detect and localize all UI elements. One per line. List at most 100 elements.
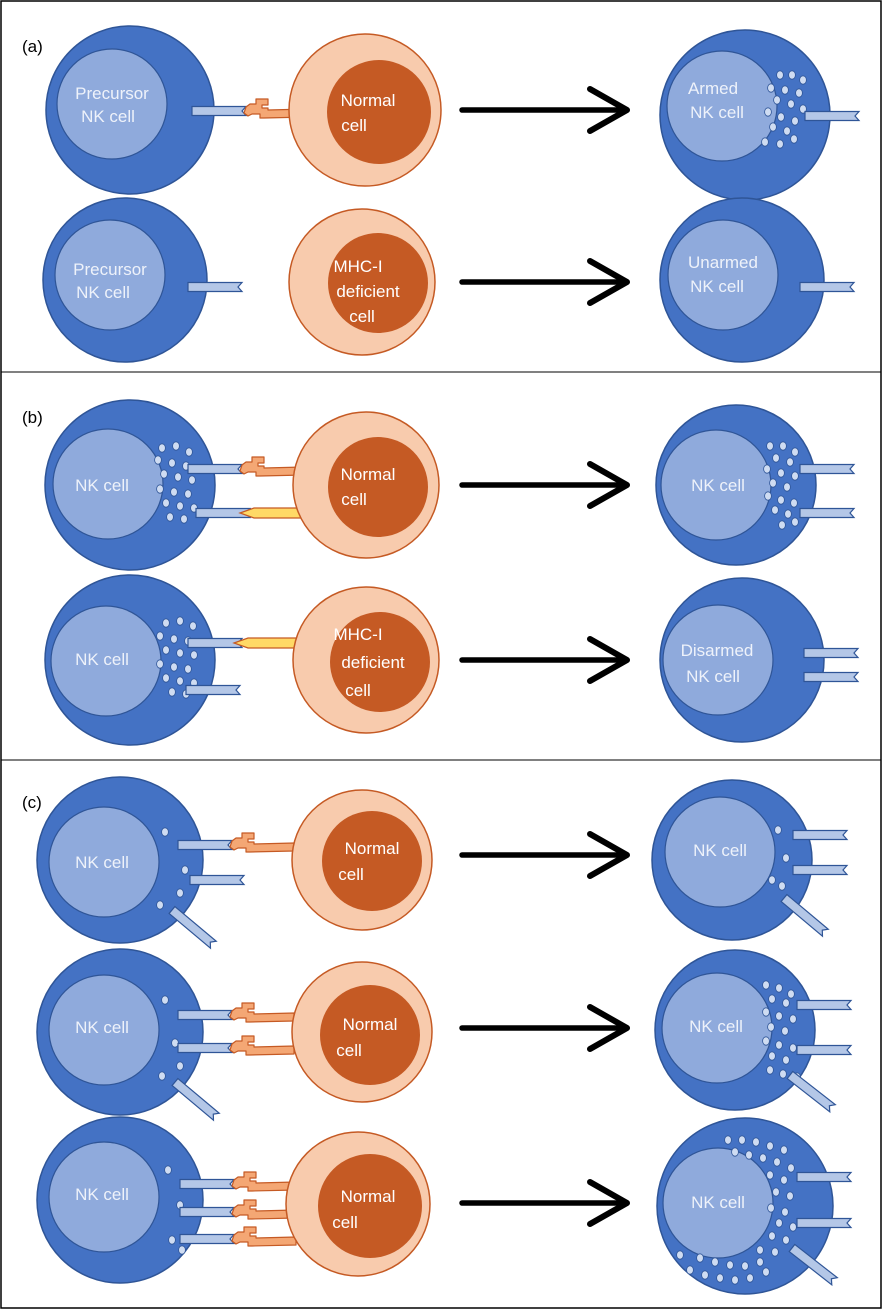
- nk-cell: NK cell: [655, 404, 817, 566]
- inhibitory-receptor: [792, 864, 848, 876]
- granule: [184, 664, 192, 674]
- inhibitory-receptor: [796, 999, 852, 1011]
- granule: [771, 505, 779, 515]
- granules: [763, 441, 799, 530]
- granule: [784, 509, 792, 519]
- mhc-i-deficient-label-line1: MHC-I: [333, 625, 382, 644]
- granule: [171, 1038, 179, 1048]
- normal-cell-label-line1: Normal: [341, 1187, 396, 1206]
- mhc-i-deficient-label-line1: MHC-I: [333, 257, 382, 276]
- granule: [782, 853, 790, 863]
- granule: [156, 659, 164, 669]
- inhibitory-receptor: [796, 1171, 852, 1183]
- granule: [771, 1247, 779, 1257]
- mhc-i-deficient-label-line2: deficient: [341, 653, 405, 672]
- granule: [779, 441, 787, 451]
- granule: [777, 495, 785, 505]
- nk-cell-label: NK cell: [75, 1185, 129, 1204]
- granule: [170, 662, 178, 672]
- panel-b-row2: NK cell MHC-I deficient cell Disarmed NK…: [44, 574, 859, 746]
- normal-target-cell: Normal cell: [288, 33, 442, 187]
- panel-c-row2: NK cell Normal cell NK cell: [36, 948, 852, 1121]
- granule: [756, 1257, 764, 1267]
- granule: [772, 1187, 780, 1197]
- granule: [767, 1022, 775, 1032]
- granule: [190, 650, 198, 660]
- inhibitory-receptor: [191, 105, 247, 117]
- inhibitory-receptor: [803, 647, 859, 659]
- granule: [164, 1165, 172, 1175]
- granule: [745, 1150, 753, 1160]
- granule: [172, 441, 180, 451]
- normal-cell-label-line2: cell: [332, 1213, 358, 1232]
- granule: [762, 1007, 770, 1017]
- granule: [779, 1069, 787, 1079]
- normal-cell-label-line1: Normal: [341, 465, 396, 484]
- inhibitory-receptor: [177, 1009, 233, 1021]
- inhibitory-receptor: [177, 1042, 233, 1054]
- panel-b-row1: NK cell Normal cell NK cell: [44, 399, 855, 571]
- granule: [787, 99, 795, 109]
- nk-cell: NK cell: [36, 1116, 204, 1284]
- granule: [741, 1261, 749, 1271]
- arrow: [462, 639, 627, 681]
- inhibitory-receptor: [187, 281, 243, 293]
- granule: [156, 484, 164, 494]
- granule: [767, 1203, 775, 1213]
- granule: [160, 469, 168, 479]
- granules: [768, 825, 790, 891]
- nk-cell-label: NK cell: [75, 650, 129, 669]
- arrow: [462, 1007, 627, 1049]
- granule: [788, 70, 796, 80]
- mhc-i-deficient-label-line3: cell: [345, 681, 371, 700]
- granule: [158, 443, 166, 453]
- granule: [168, 687, 176, 697]
- granule: [773, 95, 781, 105]
- granule: [711, 1257, 719, 1267]
- granule: [726, 1260, 734, 1270]
- granule: [189, 621, 197, 631]
- inhibitory-receptor: [179, 1178, 235, 1190]
- granule: [774, 825, 782, 835]
- granule: [168, 458, 176, 468]
- panel-label-b: (b): [22, 408, 43, 427]
- inhibitory-receptor: [799, 463, 855, 475]
- granule: [799, 75, 807, 85]
- granule: [786, 1191, 794, 1201]
- granule: [170, 634, 178, 644]
- inhibitory-receptor: [804, 110, 860, 122]
- granule: [768, 994, 776, 1004]
- inhibitory-receptor: [179, 1233, 235, 1245]
- granule: [180, 514, 188, 524]
- mhc-i-ligand: [229, 1002, 295, 1023]
- granule: [686, 1265, 694, 1275]
- inhibitory-receptor: [792, 829, 848, 841]
- granule: [166, 512, 174, 522]
- precursor-nk-cell: Precursor NK cell: [42, 197, 208, 363]
- granule: [731, 1147, 739, 1157]
- granule: [766, 1065, 774, 1075]
- granule: [184, 489, 192, 499]
- granule: [790, 498, 798, 508]
- mhc-i-ligand: [231, 1171, 297, 1192]
- granule: [778, 520, 786, 530]
- granule: [769, 122, 777, 132]
- granule: [176, 501, 184, 511]
- granule: [178, 1245, 186, 1255]
- granule: [158, 1071, 166, 1081]
- normal-target-cell: Normal cell: [291, 961, 433, 1103]
- granule: [775, 1218, 783, 1228]
- granule: [791, 116, 799, 126]
- inhibitory-receptor: [796, 1044, 852, 1056]
- granule: [775, 1011, 783, 1021]
- mhc-i-deficient-target-cell: MHC-I deficient cell: [292, 586, 440, 734]
- granule: [777, 112, 785, 122]
- armed-nk-cell-label-line1: Armed: [688, 79, 738, 98]
- granule: [791, 517, 799, 527]
- armed-nk-cell: Armed NK cell: [659, 29, 831, 201]
- inhibitory-receptor: [185, 684, 241, 696]
- granule: [764, 491, 772, 501]
- nk-cell-label: NK cell: [691, 1193, 745, 1212]
- granule: [701, 1270, 709, 1280]
- granule: [176, 888, 184, 898]
